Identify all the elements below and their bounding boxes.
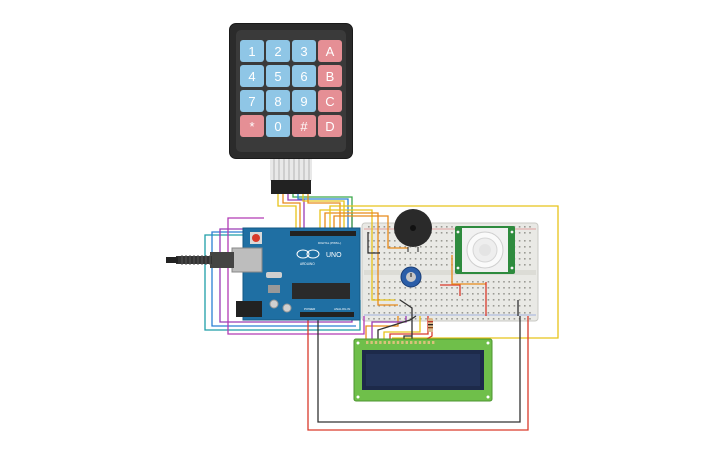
wire-lcd-1: [365, 316, 399, 343]
wire-lcd-2: [371, 316, 407, 343]
keypad-key-d[interactable]: D: [318, 115, 342, 137]
keypad-key-3[interactable]: 3: [292, 40, 316, 62]
keypad-key-2[interactable]: 2: [266, 40, 290, 62]
keypad-key-5[interactable]: 5: [266, 65, 290, 87]
wire-keypad-2: [282, 193, 301, 228]
piezo-buzzer[interactable]: [394, 209, 432, 252]
power-header-label: POWER: [304, 307, 316, 311]
wires[interactable]: [204, 193, 559, 431]
potentiometer[interactable]: [400, 266, 422, 288]
keypad-key-c[interactable]: C: [318, 90, 342, 112]
keypad-key-hash[interactable]: #: [292, 115, 316, 137]
keypad-key-a[interactable]: A: [318, 40, 342, 62]
pir-sensor[interactable]: [455, 226, 515, 274]
keypad-key-4[interactable]: 4: [240, 65, 264, 87]
wire-blue: [211, 231, 356, 327]
arduino-uno[interactable]: UNO ARDUINO DIGITAL (PWM~) POWER ANALOG …: [166, 227, 361, 321]
wire-lcd-4: [383, 316, 421, 343]
wire-orange-bb: [451, 255, 486, 285]
arduino-brand-label: ARDUINO: [300, 262, 315, 266]
reset-button[interactable]: [252, 234, 260, 242]
lcd-display[interactable]: [353, 338, 493, 402]
wire-keypad-6: [302, 193, 345, 228]
keypad-key-8[interactable]: 8: [266, 90, 290, 112]
wire-keypad-3: [287, 193, 305, 228]
keypad-key-1[interactable]: 1: [240, 40, 264, 62]
resistor: [428, 318, 433, 332]
wire-orange-buzzer: [333, 215, 408, 249]
wire-red-lcd: [307, 316, 529, 431]
keypad-key-7[interactable]: 7: [240, 90, 264, 112]
keypad-key-6[interactable]: 6: [292, 65, 316, 87]
wire-keypad-1: [277, 193, 297, 228]
wire-red-bb: [440, 284, 461, 296]
keypad-key-0[interactable]: 0: [266, 115, 290, 137]
wire-purple-2: [227, 217, 365, 335]
wire-black-bb: [367, 232, 380, 254]
wire-yellow-top: [319, 209, 395, 301]
wire-black-lcd: [317, 316, 521, 423]
keypad-key-star[interactable]: *: [240, 115, 264, 137]
arduino-model-label: UNO: [326, 252, 342, 259]
keypad-key-9[interactable]: 9: [292, 90, 316, 112]
keypad-key-b[interactable]: B: [318, 65, 342, 87]
wire-lcd-3: [377, 315, 417, 343]
wire-lcd-8: [399, 299, 413, 343]
digital-header-label: DIGITAL (PWM~): [318, 241, 341, 245]
wire-orange-top: [324, 212, 398, 306]
keypad-ribbon: [270, 157, 312, 194]
wire-yellow-long: [329, 205, 559, 339]
analog-header-label: ANALOG IN: [334, 307, 350, 311]
